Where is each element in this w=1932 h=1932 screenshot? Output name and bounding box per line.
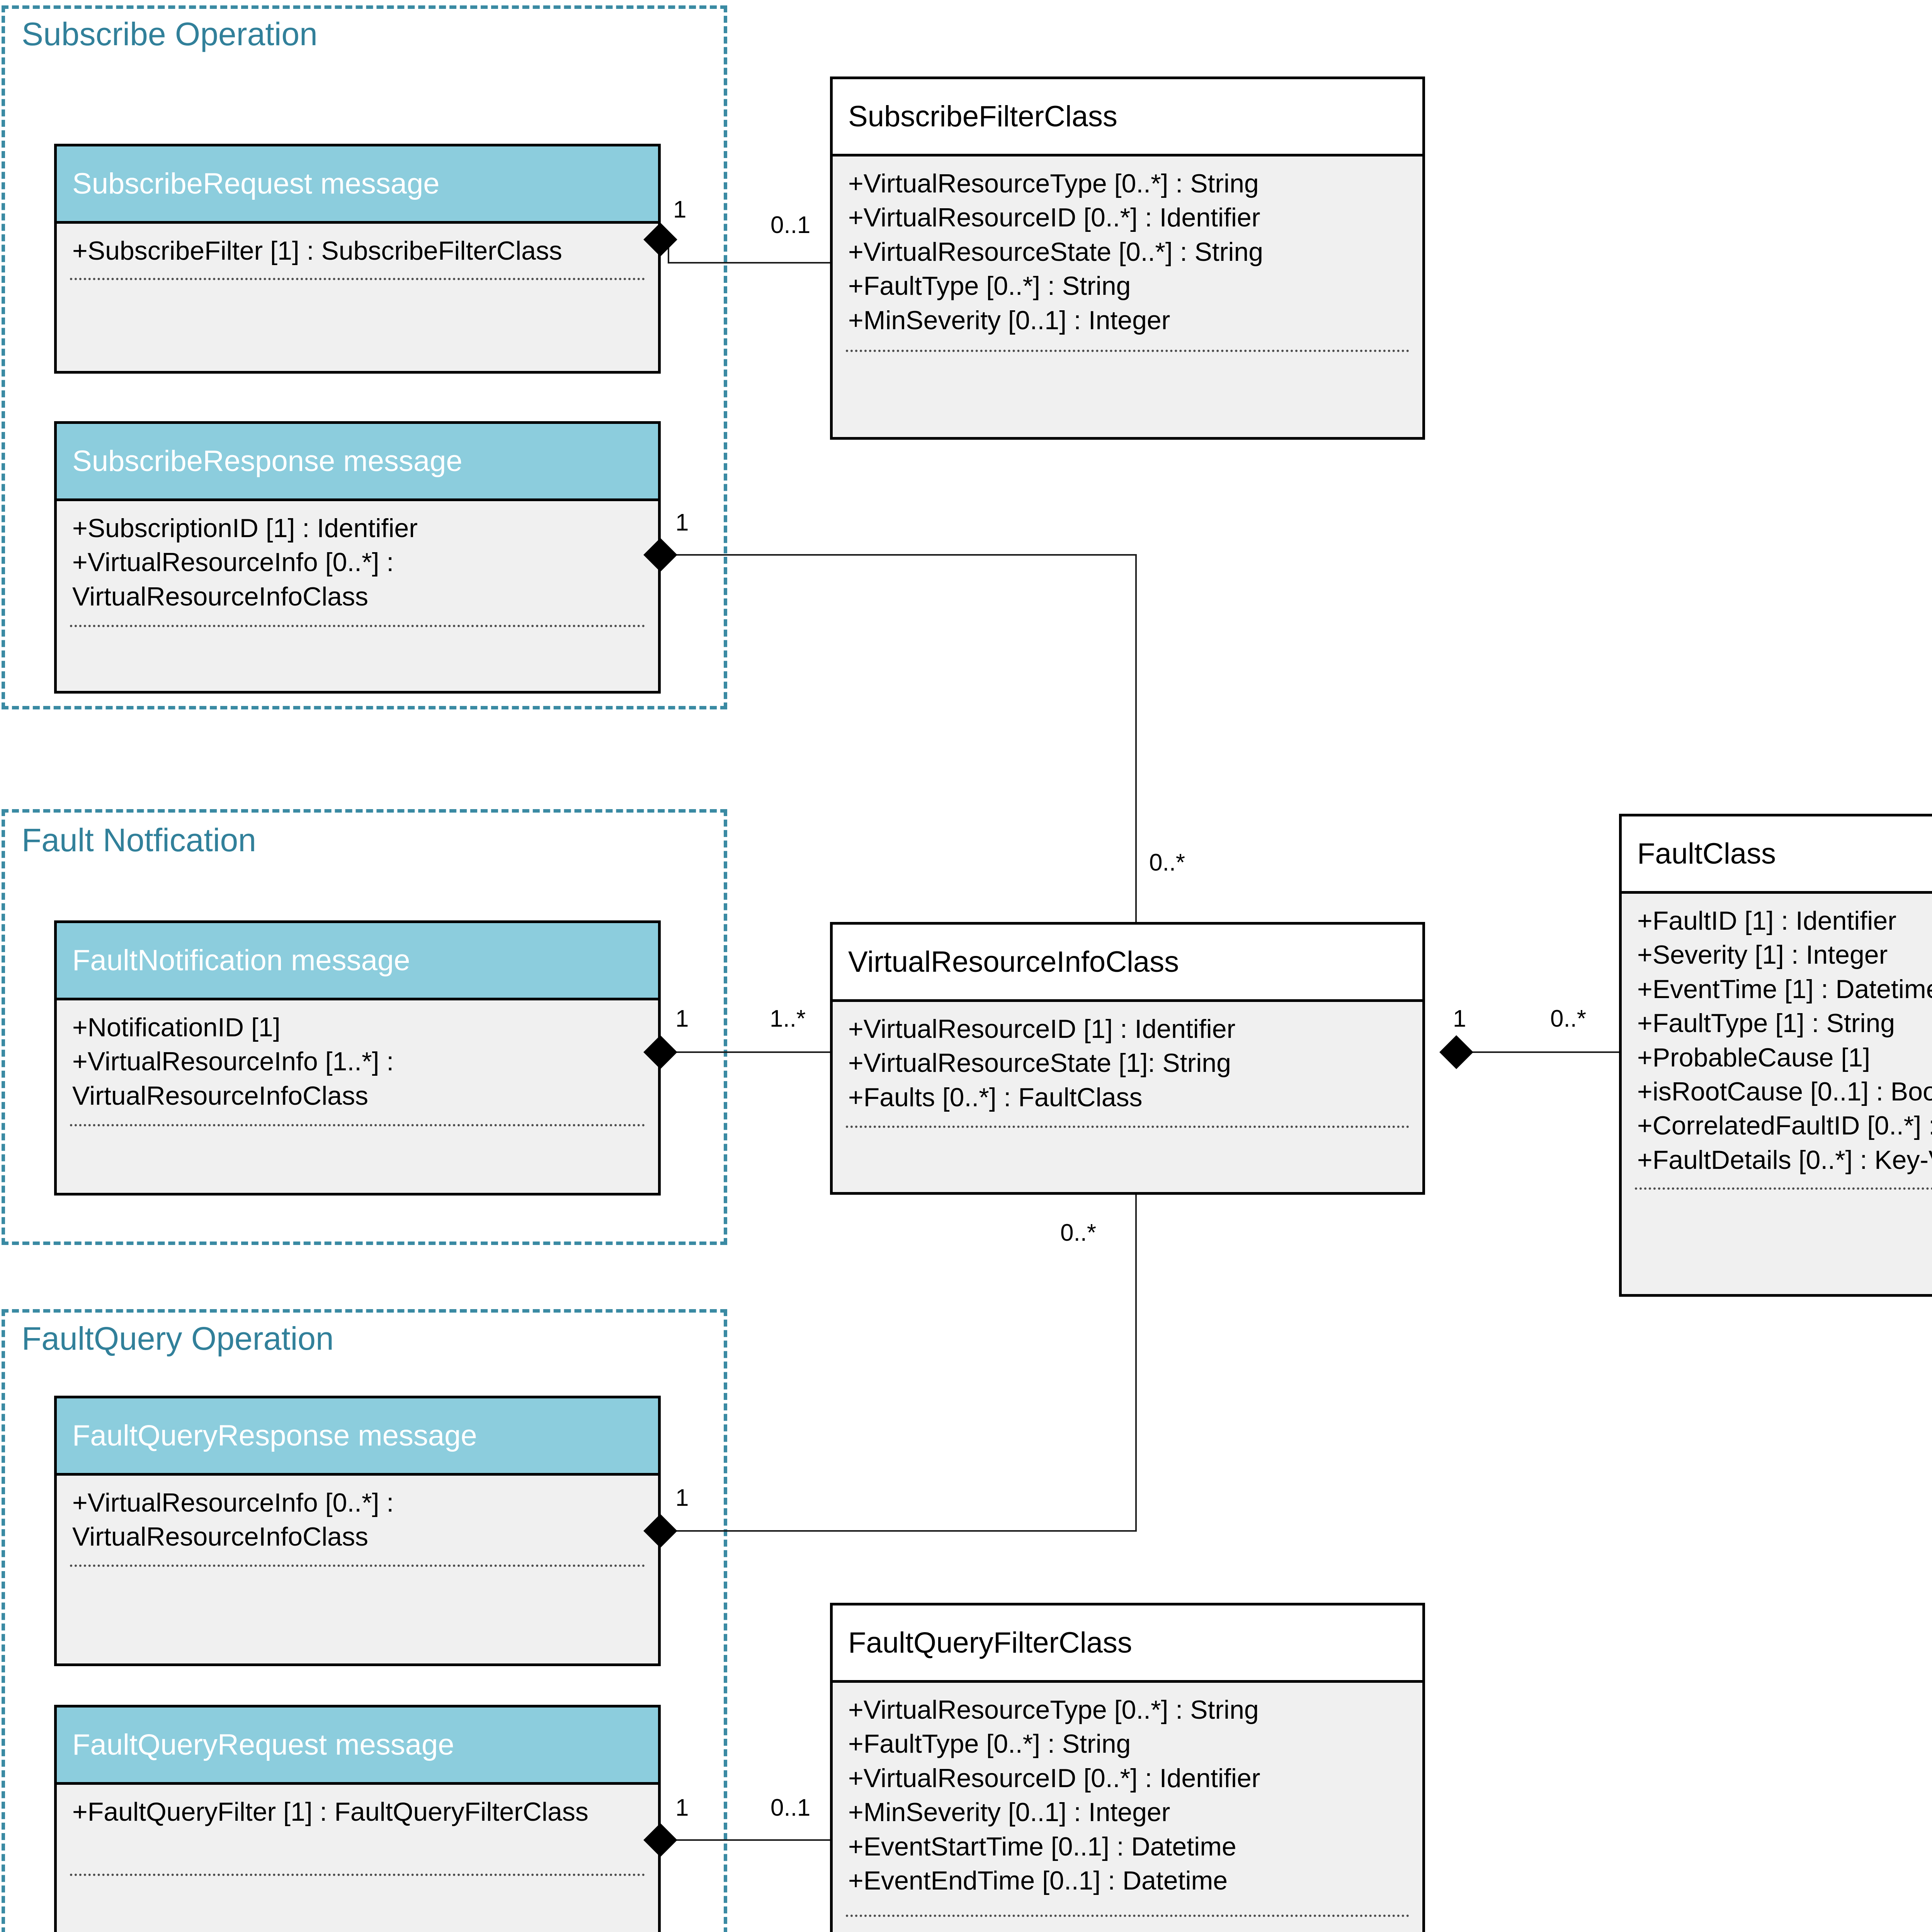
- faultnotification-header: FaultNotification message: [57, 923, 658, 1000]
- operations-separator: [846, 1915, 1409, 1917]
- connector-subscriberesponse-vric-v: [1135, 554, 1137, 922]
- attribute-row: +VirtualResourceInfo [0..*] : VirtualRes…: [72, 1488, 394, 1552]
- operations-separator: [846, 1126, 1409, 1128]
- group-title-subscribe-operation: Subscribe Operation: [22, 16, 318, 52]
- attribute-row: +VirtualResourceType [0..*] : String: [848, 169, 1259, 198]
- attribute-row: +VirtualResourceID [1] : Identifier: [848, 1014, 1236, 1044]
- box-subscriberesponse-message[interactable]: SubscribeResponse message +SubscriptionI…: [54, 421, 661, 694]
- multiplicity-faultclass-target: 0..*: [1550, 1005, 1587, 1032]
- attribute-row: +VirtualResourceInfo [1..*] : VirtualRes…: [72, 1047, 394, 1111]
- faultqueryrequest-header: FaultQueryRequest message: [57, 1708, 658, 1785]
- attribute-row: +EventStartTime [0..1] : Datetime: [848, 1832, 1236, 1861]
- attribute-row: +VirtualResourceState [1]: String: [848, 1048, 1231, 1078]
- subscribefilterclass-body: +VirtualResourceType [0..*] : String +Vi…: [833, 156, 1422, 437]
- composition-diamond-vric-faultclass: [1439, 1035, 1473, 1069]
- attribute-row: +NotificationID [1]: [72, 1013, 281, 1042]
- multiplicity-vric-top: 0..*: [1149, 849, 1185, 876]
- operations-separator: [70, 1124, 645, 1126]
- operations-separator: [70, 1565, 645, 1567]
- operations-separator: [1635, 1187, 1932, 1190]
- box-faultclass[interactable]: FaultClass +FaultID [1] : Identifier +Se…: [1619, 814, 1932, 1297]
- box-subscriberequest-message[interactable]: SubscribeRequest message +SubscribeFilte…: [54, 144, 661, 374]
- faultqueryfilterclass-body: +VirtualResourceType [0..*] : String +Fa…: [833, 1683, 1422, 1932]
- faultnotification-body: +NotificationID [1] +VirtualResourceInfo…: [57, 1000, 658, 1193]
- attribute-row: +Faults [0..*] : FaultClass: [848, 1082, 1143, 1112]
- multiplicity-faultqueryresponse-source: 1: [675, 1485, 689, 1511]
- multiplicity-subscribefilter-target: 0..1: [770, 212, 811, 238]
- multiplicity-faultnotification-source: 1: [675, 1005, 689, 1032]
- faultqueryfilterclass-header: FaultQueryFilterClass: [833, 1605, 1422, 1683]
- subscriberesponse-header: SubscribeResponse message: [57, 424, 658, 501]
- virtualresourceinfoclass-header: VirtualResourceInfoClass: [833, 925, 1422, 1002]
- box-faultqueryfilterclass[interactable]: FaultQueryFilterClass +VirtualResourceTy…: [830, 1603, 1425, 1932]
- multiplicity-vric-bottom: 0..*: [1060, 1219, 1097, 1246]
- attribute-row: +FaultType [0..*] : String: [848, 1729, 1131, 1759]
- connector-faultqueryrequest-faultqueryfilter-h: [661, 1839, 831, 1841]
- faultqueryresponse-body: +VirtualResourceInfo [0..*] : VirtualRes…: [57, 1476, 658, 1663]
- connector-faultnotification-vric-h: [661, 1051, 831, 1053]
- connector-faultqueryresponse-vric-v: [1135, 1194, 1137, 1531]
- operations-separator: [70, 625, 645, 627]
- operations-separator: [70, 278, 645, 280]
- box-faultqueryrequest-message[interactable]: FaultQueryRequest message +FaultQueryFil…: [54, 1705, 661, 1932]
- subscriberesponse-body: +SubscriptionID [1] : Identifier +Virtua…: [57, 501, 658, 691]
- attribute-row: +FaultType [0..*] : String: [848, 271, 1131, 301]
- attribute-row: +FaultID [1] : Identifier: [1637, 906, 1896, 935]
- attribute-row: +SubscriptionID [1] : Identifier: [72, 514, 418, 543]
- attribute-row: +VirtualResourceType [0..*] : String: [848, 1695, 1259, 1725]
- group-faultquery-operation: [2, 1309, 727, 1932]
- connector-subscriberesponse-vric-h: [661, 554, 1137, 556]
- group-subscribe-operation: [2, 5, 727, 709]
- multiplicity-vric-left: 1..*: [770, 1005, 806, 1032]
- box-faultnotification-message[interactable]: FaultNotification message +NotificationI…: [54, 920, 661, 1196]
- attribute-row: +ProbableCause [1]: [1637, 1043, 1870, 1072]
- attribute-row: +EventEndTime [0..1] : Datetime: [848, 1866, 1228, 1895]
- box-faultqueryresponse-message[interactable]: FaultQueryResponse message +VirtualResou…: [54, 1396, 661, 1666]
- box-virtualresourceinfoclass[interactable]: VirtualResourceInfoClass +VirtualResourc…: [830, 922, 1425, 1195]
- connector-vric-faultclass-h: [1457, 1051, 1619, 1053]
- attribute-row: +VirtualResourceInfo [0..*] : VirtualRes…: [72, 548, 394, 611]
- multiplicity-subscriberesponse-source: 1: [675, 509, 689, 536]
- faultqueryresponse-header: FaultQueryResponse message: [57, 1398, 658, 1476]
- attribute-row: +Severity [1] : Integer: [1637, 940, 1888, 970]
- connector-subscriberequest-subscribefilter-v: [668, 240, 669, 264]
- connector-subscriberequest-subscribefilter-h: [668, 262, 830, 264]
- operations-separator: [70, 1874, 645, 1876]
- attribute-row: +FaultType [1] : String: [1637, 1009, 1895, 1038]
- attribute-row: +MinSeverity [0..1] : Integer: [848, 305, 1170, 335]
- attribute-row: +MinSeverity [0..1] : Integer: [848, 1798, 1170, 1827]
- subscribefilterclass-header: SubscribeFilterClass: [833, 79, 1422, 156]
- box-subscribefilterclass[interactable]: SubscribeFilterClass +VirtualResourceTyp…: [830, 77, 1425, 440]
- attribute-row: +EventTime [1] : Datetime: [1637, 974, 1932, 1004]
- attribute-row: +FaultQueryFilter [1] : FaultQueryFilter…: [72, 1797, 588, 1827]
- multiplicity-subscriberequest-source: 1: [673, 196, 687, 223]
- group-title-fault-notification: Fault Notfication: [22, 822, 256, 858]
- faultclass-header: FaultClass: [1622, 816, 1932, 894]
- attribute-row: +SubscribeFilter [1] : SubscribeFilterCl…: [72, 236, 562, 265]
- multiplicity-faultqueryfilter-target: 0..1: [770, 1794, 811, 1821]
- faultclass-body: +FaultID [1] : Identifier +Severity [1] …: [1622, 894, 1932, 1294]
- multiplicity-vric-right: 1: [1453, 1005, 1466, 1032]
- connector-faultqueryresponse-vric-h: [661, 1530, 1137, 1532]
- virtualresourceinfoclass-body: +VirtualResourceID [1] : Identifier +Vir…: [833, 1002, 1422, 1192]
- group-fault-notification: [2, 809, 727, 1245]
- attribute-row: +VirtualResourceID [0..*] : Identifier: [848, 203, 1260, 233]
- group-title-faultquery-operation: FaultQuery Operation: [22, 1320, 334, 1357]
- attribute-row: +CorrelatedFaultID [0..*] : Identifier: [1637, 1111, 1932, 1141]
- faultqueryrequest-body: +FaultQueryFilter [1] : FaultQueryFilter…: [57, 1785, 658, 1932]
- multiplicity-faultqueryrequest-source: 1: [675, 1794, 689, 1821]
- attribute-row: +VirtualResourceState [0..*] : String: [848, 237, 1264, 267]
- attribute-row: +FaultDetails [0..*] : Key-Value pairs: [1637, 1145, 1932, 1175]
- operations-separator: [846, 350, 1409, 352]
- subscriberequest-header: SubscribeRequest message: [57, 146, 658, 224]
- attribute-row: +isRootCause [0..1] : Boolean: [1637, 1077, 1932, 1106]
- subscriberequest-body: +SubscribeFilter [1] : SubscribeFilterCl…: [57, 224, 658, 371]
- attribute-row: +VirtualResourceID [0..*] : Identifier: [848, 1763, 1260, 1793]
